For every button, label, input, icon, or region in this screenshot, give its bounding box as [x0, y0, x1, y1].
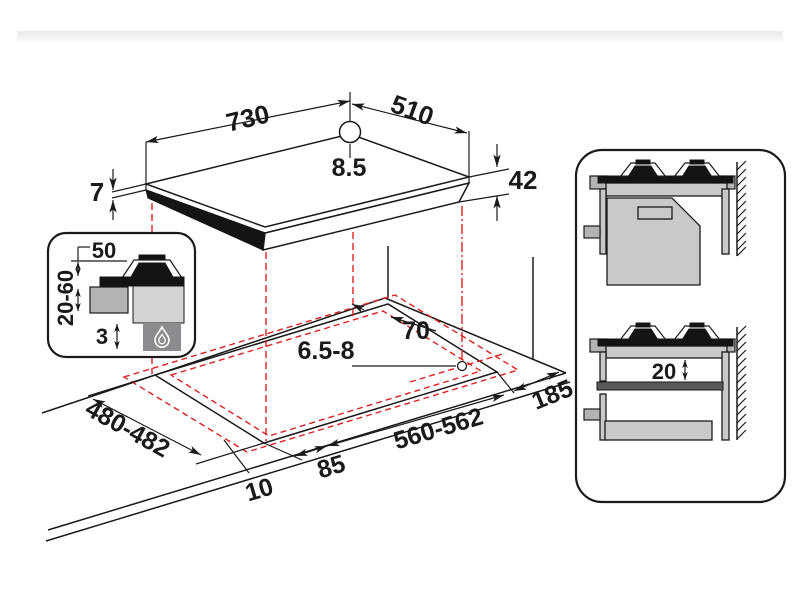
- ext-185: [496, 371, 515, 394]
- cabinet-hinge-left: [583, 408, 601, 421]
- side-view-shelf: 20: [583, 322, 747, 441]
- dim-70-arrow-a: [351, 303, 365, 313]
- gas-flame-icon: [154, 325, 170, 348]
- dim-side-overhang-label: 85: [314, 450, 349, 485]
- burner-left: [618, 322, 668, 341]
- dim-480-line: [92, 398, 202, 456]
- ext-480-b: [195, 442, 265, 465]
- dim-burner-clearance-label: 50: [92, 238, 116, 263]
- worktop-right-edge: [384, 297, 567, 374]
- burner-right: [672, 322, 722, 341]
- dim-cutout-width-label: 560-562: [390, 403, 486, 456]
- ext-42-b: [458, 193, 510, 203]
- cabinet-side-right: [721, 188, 730, 255]
- dim-hob-width-label: 730: [223, 98, 272, 137]
- side-view-oven: [583, 159, 747, 286]
- hob-body-section: [605, 345, 728, 359]
- worktop-back-edge: [41, 297, 386, 414]
- inset-hob-glass: [99, 276, 185, 287]
- dim-fixing-hole-label: 6.5-8: [298, 337, 355, 365]
- ext-42-a: [468, 168, 510, 178]
- inset-hob-body: [132, 285, 185, 324]
- wall-hatching-bottom: [736, 325, 747, 440]
- dim-185-line: [513, 371, 560, 392]
- built-in-oven: [606, 197, 701, 286]
- burner-right: [672, 159, 722, 178]
- hob-body-section: [605, 182, 728, 197]
- dim-shelf-gap-label: 20: [652, 359, 676, 384]
- inset-worktop: [89, 286, 129, 314]
- dim-730-line: [145, 99, 351, 144]
- dim-510-line: [351, 103, 468, 134]
- wall-hatching-top: [736, 160, 747, 257]
- burner-left: [618, 159, 668, 178]
- dim-worktop-thickness-label: 20-60: [53, 270, 78, 326]
- dim-bottom-gap-label: 3: [96, 324, 108, 349]
- oven-vent: [637, 206, 673, 220]
- burner-cap: [130, 262, 174, 278]
- dim-85-line: [294, 445, 328, 457]
- fixing-hole: [456, 360, 468, 372]
- ext-480-a: [87, 374, 156, 397]
- dim-560-line: [326, 394, 505, 447]
- dim-glass-thickness-label: 7: [90, 177, 104, 207]
- dim-front-gap-label: 10: [242, 473, 277, 508]
- header-bar: [17, 31, 783, 42]
- cabinet-side-right: [721, 351, 730, 441]
- ext-7-a: [111, 183, 147, 193]
- dim-right-clearance-label: 185: [528, 374, 577, 416]
- cabinet-side-left: [599, 188, 607, 255]
- dim-hob-depth-label: 510: [387, 89, 438, 132]
- cabinet-side-left-upper: [599, 351, 607, 382]
- detail-inset: 50 20-60 3: [46, 231, 197, 359]
- ext-7-b: [111, 189, 147, 199]
- burner-cap-top: [138, 254, 166, 260]
- dim-cutout-depth-label: 480-482: [81, 394, 175, 463]
- dim-height-label: 42: [509, 165, 538, 195]
- worktop-front-edge: [47, 372, 567, 531]
- hob-hole: [338, 120, 362, 144]
- drawer-box: [604, 420, 713, 441]
- ext-85: [263, 442, 303, 461]
- worktop-front-edge-lower: [45, 381, 571, 542]
- separator-shelf: [596, 381, 724, 391]
- cabinet-hinge-left: [583, 225, 601, 239]
- dim-10-leader: [223, 439, 250, 474]
- side-view-panel: 20: [574, 148, 787, 504]
- dim-corner-offset-label: 70: [402, 317, 430, 345]
- hob-isometric: 730 510 8.5 7 42: [90, 89, 538, 251]
- dim-hole-label: 8.5: [332, 154, 367, 182]
- hob-body-right-face: [262, 181, 471, 251]
- dim-70-arrow-b: [390, 316, 437, 332]
